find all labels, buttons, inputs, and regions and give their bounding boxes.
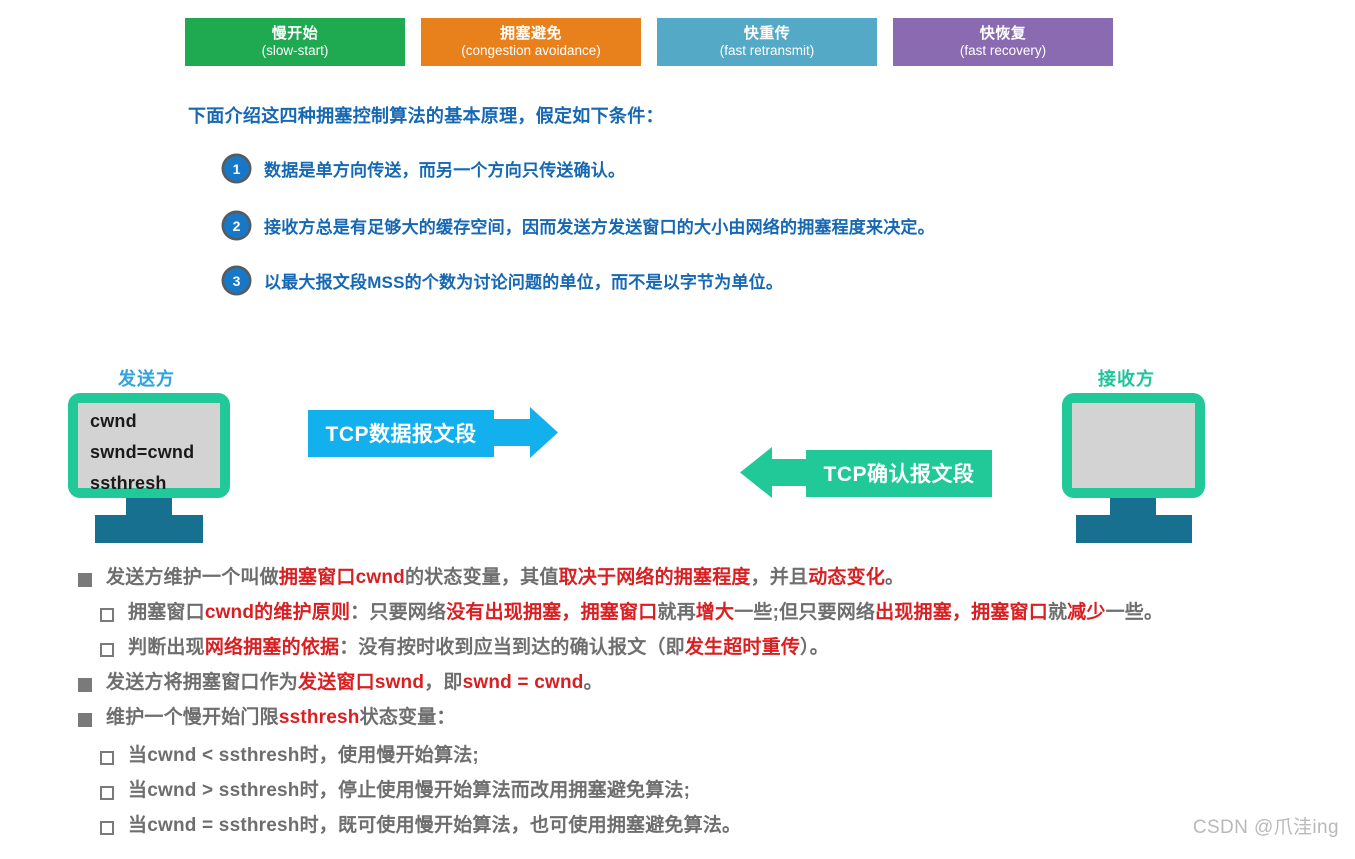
bullet-item: 当cwnd < ssthresh时，使用慢开始算法; xyxy=(100,744,479,768)
bullet-text: 拥塞窗口cwnd的维护原则：只要网络没有出现拥塞，拥塞窗口就再增大一些;但只要网… xyxy=(128,602,1164,623)
hollow-square-bullet-icon xyxy=(100,608,114,622)
sender-monitor-stand-base xyxy=(95,515,203,543)
rightward-arrow-icon xyxy=(494,407,558,458)
bullet-text: 发送方维护一个叫做拥塞窗口cwnd的状态变量，其值取决于网络的拥塞程度，并且动态… xyxy=(106,567,905,588)
bullet-item: 发送方维护一个叫做拥塞窗口cwnd的状态变量，其值取决于网络的拥塞程度，并且动态… xyxy=(78,566,904,590)
bullet-text: 当cwnd < ssthresh时，使用慢开始算法; xyxy=(128,745,479,766)
number-badge-icon: 1 xyxy=(224,156,249,181)
assumption-text: 数据是单方向传送，而另一个方向只传送确认。 xyxy=(264,161,626,180)
hollow-square-bullet-icon xyxy=(100,751,114,765)
algorithm-box-slow-start[interactable]: 慢开始 (slow-start) xyxy=(185,18,405,66)
bullet-item: 拥塞窗口cwnd的维护原则：只要网络没有出现拥塞，拥塞窗口就再增大一些;但只要网… xyxy=(100,601,1163,625)
tcp-transmission-diagram: 发送方 cwnd swnd=cwnd ssthresh TCP数据报文段 TCP… xyxy=(0,355,1355,570)
algorithm-name-en: (congestion avoidance) xyxy=(461,43,601,59)
sender-variable-cwnd: cwnd xyxy=(90,411,137,431)
algorithm-name-en: (fast recovery) xyxy=(959,43,1047,59)
sender-screen: cwnd swnd=cwnd ssthresh xyxy=(78,403,220,492)
algorithm-box-fast-retransmit[interactable]: 快重传 (fast retransmit) xyxy=(657,18,877,66)
receiver-screen xyxy=(1072,403,1195,488)
leftward-arrow-icon xyxy=(740,447,808,498)
assumptions-heading: 下面介绍这四种拥塞控制算法的基本原理，假定如下条件： xyxy=(188,106,664,126)
algorithm-name-cn: 慢开始 xyxy=(271,25,319,43)
receiver-monitor-icon xyxy=(1062,393,1205,498)
algorithm-name-cn: 快恢复 xyxy=(979,25,1027,43)
bullet-text: 维护一个慢开始门限ssthresh状态变量： xyxy=(106,707,456,728)
bullet-item: 判断出现网络拥塞的依据：没有按时收到应当到达的确认报文（即发生超时重传）。 xyxy=(100,636,829,660)
assumption-item: 2 接收方总是有足够大的缓存空间，因而发送方发送窗口的大小由网络的拥塞程度来决定… xyxy=(224,213,935,238)
algorithm-name-cn: 快重传 xyxy=(743,25,791,43)
bullet-text: 当cwnd > ssthresh时，停止使用慢开始算法而改用拥塞避免算法; xyxy=(128,780,691,801)
algorithm-name-cn: 拥塞避免 xyxy=(499,25,562,43)
hollow-square-bullet-icon xyxy=(100,821,114,835)
bullet-text: 发送方将拥塞窗口作为发送窗口swnd，即swnd = cwnd。 xyxy=(106,672,603,693)
number-badge-icon: 2 xyxy=(224,213,249,238)
sender-monitor-stand-neck xyxy=(126,498,172,515)
csdn-watermark: CSDN @爪洼ing xyxy=(1192,817,1339,838)
bullet-text: 当cwnd = ssthresh时，既可使用慢开始算法，也可使用拥塞避免算法。 xyxy=(128,815,742,836)
assumption-text: 接收方总是有足够大的缓存空间，因而发送方发送窗口的大小由网络的拥塞程度来决定。 xyxy=(264,218,935,237)
hollow-square-bullet-icon xyxy=(100,786,114,800)
sender-label: 发送方 xyxy=(118,369,175,389)
filled-square-bullet-icon xyxy=(78,678,92,692)
algorithm-name-en: (fast retransmit) xyxy=(719,43,815,59)
number-badge-icon: 3 xyxy=(224,268,249,293)
hollow-square-bullet-icon xyxy=(100,643,114,657)
filled-square-bullet-icon xyxy=(78,713,92,727)
receiver-monitor-stand-base xyxy=(1076,515,1192,543)
sender-monitor-icon: cwnd swnd=cwnd ssthresh xyxy=(68,393,230,498)
tcp-data-segment-label: TCP数据报文段 xyxy=(308,410,494,457)
tcp-ack-segment-label: TCP确认报文段 xyxy=(806,450,992,497)
algorithm-box-row: 慢开始 (slow-start) 拥塞避免 (congestion avoida… xyxy=(185,18,1113,66)
assumption-text: 以最大报文段MSS的个数为讨论问题的单位，而不是以字节为单位。 xyxy=(264,273,784,292)
bullet-item: 当cwnd = ssthresh时，既可使用慢开始算法，也可使用拥塞避免算法。 xyxy=(100,814,741,838)
sender-variable-swnd: swnd=cwnd xyxy=(90,442,195,462)
bullet-item: 维护一个慢开始门限ssthresh状态变量： xyxy=(78,706,456,730)
bullet-text: 判断出现网络拥塞的依据：没有按时收到应当到达的确认报文（即发生超时重传）。 xyxy=(128,637,829,658)
assumption-item: 1 数据是单方向传送，而另一个方向只传送确认。 xyxy=(224,156,625,181)
filled-square-bullet-icon xyxy=(78,573,92,587)
algorithm-name-en: (slow-start) xyxy=(261,43,329,59)
assumption-item: 3 以最大报文段MSS的个数为讨论问题的单位，而不是以字节为单位。 xyxy=(224,268,783,293)
receiver-label: 接收方 xyxy=(1098,369,1155,389)
sender-variable-ssthresh: ssthresh xyxy=(90,473,167,493)
algorithm-box-fast-recovery[interactable]: 快恢复 (fast recovery) xyxy=(893,18,1113,66)
algorithm-box-congestion-avoidance[interactable]: 拥塞避免 (congestion avoidance) xyxy=(421,18,641,66)
bullet-item: 发送方将拥塞窗口作为发送窗口swnd，即swnd = cwnd。 xyxy=(78,671,603,695)
bullet-item: 当cwnd > ssthresh时，停止使用慢开始算法而改用拥塞避免算法; xyxy=(100,779,690,803)
receiver-monitor-stand-neck xyxy=(1110,498,1156,515)
